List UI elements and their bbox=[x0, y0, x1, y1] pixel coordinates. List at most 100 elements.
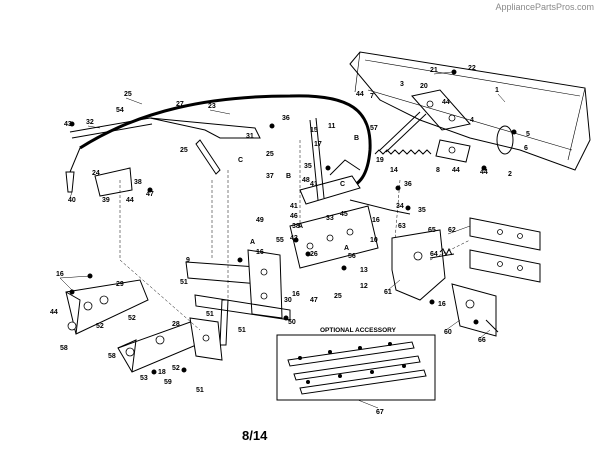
callout-42: 42 bbox=[290, 235, 298, 242]
mounting-channels bbox=[469, 217, 541, 283]
callout-52-c: 52 bbox=[172, 365, 180, 372]
callout-12: 12 bbox=[360, 283, 368, 290]
callout-25-a: 25 bbox=[124, 91, 132, 98]
callout-65: 65 bbox=[428, 227, 436, 234]
callout-26: 26 bbox=[310, 251, 318, 258]
page-number: 8/14 bbox=[242, 428, 268, 443]
callout-56: 56 bbox=[348, 253, 356, 260]
callout-44-e: 44 bbox=[452, 167, 460, 174]
lift-frame bbox=[289, 117, 411, 269]
callout-51-b: 51 bbox=[238, 327, 246, 334]
callout-57: 57 bbox=[370, 125, 378, 132]
callout-30: 30 bbox=[284, 297, 292, 304]
left-mount-bracket bbox=[65, 279, 149, 335]
alignment-lines bbox=[119, 140, 471, 331]
callout-33: 33 bbox=[326, 215, 334, 222]
part-callouts: 1 2 3 4 5 6 7 8 9 10 11 12 13 14 15 16 1… bbox=[50, 65, 530, 416]
callout-51-d: 51 bbox=[206, 311, 214, 318]
callout-16-c: 16 bbox=[256, 249, 264, 256]
callout-52-a: 52 bbox=[96, 323, 104, 330]
callout-16-b: 16 bbox=[372, 217, 380, 224]
callout-34: 34 bbox=[396, 203, 404, 210]
callout-64: 64 bbox=[430, 251, 438, 258]
callout-36-a: 36 bbox=[282, 115, 290, 122]
callout-58-a: 58 bbox=[60, 345, 68, 352]
marker-a-mid: A bbox=[298, 223, 303, 230]
callout-62: 62 bbox=[448, 227, 456, 234]
callout-46: 46 bbox=[290, 213, 298, 220]
marker-c-right: C bbox=[340, 181, 345, 188]
callout-53: 53 bbox=[140, 375, 148, 382]
callout-7: 7 bbox=[370, 93, 374, 100]
optional-accessory-box: OPTIONAL ACCESSORY bbox=[276, 327, 436, 409]
marker-c-left: C bbox=[238, 157, 243, 164]
callout-5: 5 bbox=[526, 131, 530, 138]
push-frame bbox=[185, 249, 291, 346]
callout-16-d: 16 bbox=[292, 291, 300, 298]
callout-54: 54 bbox=[116, 107, 124, 114]
callout-37: 37 bbox=[266, 173, 274, 180]
callout-3: 3 bbox=[400, 81, 404, 88]
callout-67: 67 bbox=[376, 409, 384, 416]
callout-25-d: 25 bbox=[334, 293, 342, 300]
callout-1: 1 bbox=[495, 87, 499, 94]
callout-25-b: 25 bbox=[180, 147, 188, 154]
callout-14: 14 bbox=[390, 167, 398, 174]
callout-43: 43 bbox=[64, 121, 72, 128]
hardware-fasteners bbox=[69, 69, 517, 375]
callout-50: 50 bbox=[288, 319, 296, 326]
callout-16-e: 16 bbox=[438, 301, 446, 308]
callout-44-f: 44 bbox=[50, 309, 58, 316]
callout-13: 13 bbox=[360, 267, 368, 274]
callout-51-a: 51 bbox=[180, 279, 188, 286]
watermark-text: AppliancePartsPros.com bbox=[495, 2, 594, 12]
leader-lines bbox=[59, 71, 506, 339]
callout-47-a: 47 bbox=[146, 191, 154, 198]
callout-25-c: 25 bbox=[266, 151, 274, 158]
letter-markers: C C B B A A A bbox=[238, 135, 359, 252]
callout-6: 6 bbox=[524, 145, 528, 152]
callout-18: 18 bbox=[158, 369, 166, 376]
callout-61: 61 bbox=[384, 289, 392, 296]
callout-28: 28 bbox=[172, 321, 180, 328]
callout-2: 2 bbox=[508, 171, 512, 178]
callout-55: 55 bbox=[276, 237, 284, 244]
callout-29: 29 bbox=[116, 281, 124, 288]
callout-45: 45 bbox=[340, 211, 348, 218]
callout-38-a: 38 bbox=[134, 179, 142, 186]
callout-4: 4 bbox=[470, 117, 474, 124]
callout-9: 9 bbox=[186, 257, 190, 264]
callout-20: 20 bbox=[420, 83, 428, 90]
callout-63: 63 bbox=[398, 223, 406, 230]
callout-60: 60 bbox=[444, 329, 452, 336]
callout-31: 31 bbox=[246, 133, 254, 140]
latch-plate bbox=[391, 229, 455, 301]
marker-a-right: A bbox=[344, 245, 349, 252]
callout-35-a: 35 bbox=[304, 163, 312, 170]
callout-15: 15 bbox=[310, 127, 318, 134]
callout-44-d: 44 bbox=[480, 169, 488, 176]
callout-44-a: 44 bbox=[126, 197, 134, 204]
callout-51-59: 59 bbox=[164, 379, 172, 386]
callout-41-b: 41 bbox=[290, 203, 298, 210]
callout-19: 19 bbox=[376, 157, 384, 164]
callout-51-c: 51 bbox=[196, 387, 204, 394]
callout-39: 39 bbox=[102, 197, 110, 204]
callout-8: 8 bbox=[436, 167, 440, 174]
spring-parts bbox=[374, 111, 432, 155]
callout-38-b: 38 bbox=[292, 223, 300, 230]
side-plate bbox=[451, 283, 499, 337]
callout-44-b: 44 bbox=[356, 91, 364, 98]
callout-58-b: 58 bbox=[108, 353, 116, 360]
handle-assembly bbox=[69, 117, 261, 197]
marker-a-left: A bbox=[250, 239, 255, 246]
callout-21: 21 bbox=[430, 67, 438, 74]
callout-40: 40 bbox=[68, 197, 76, 204]
callout-36-b: 36 bbox=[404, 181, 412, 188]
callout-48: 48 bbox=[302, 177, 310, 184]
callout-52-b: 52 bbox=[128, 315, 136, 322]
callout-11: 11 bbox=[328, 123, 336, 130]
optional-accessory-label: OPTIONAL ACCESSORY bbox=[320, 327, 397, 334]
plow-blade bbox=[349, 51, 591, 171]
